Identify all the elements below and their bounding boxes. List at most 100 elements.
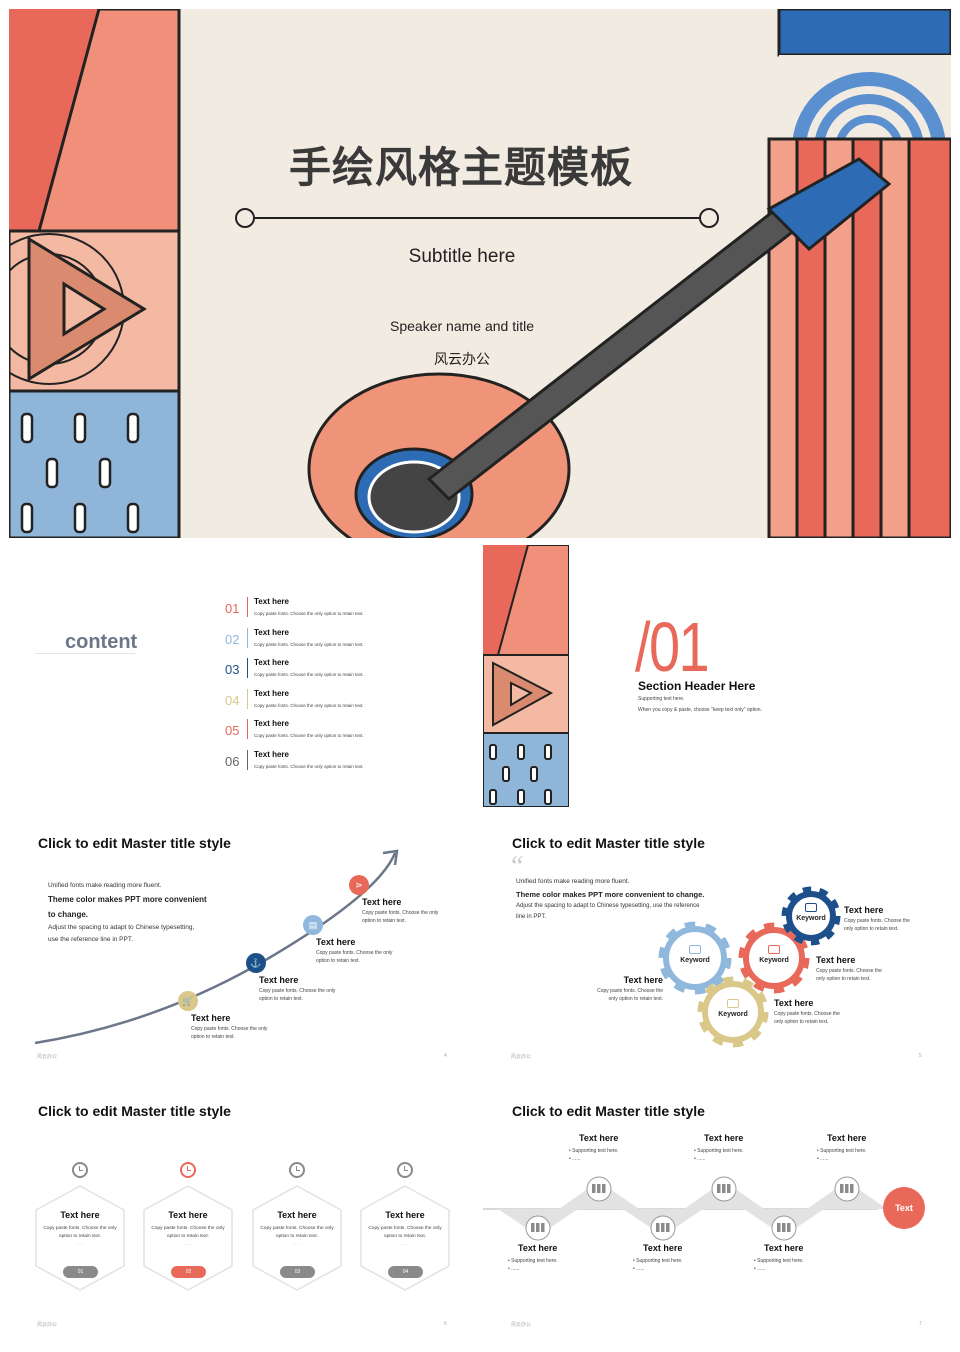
slide-title: Click to edit Master title style: [512, 1103, 705, 1119]
step-marker[interactable]: ▤: [303, 915, 323, 935]
card-desc: option to retain text.: [58, 1234, 102, 1239]
toc-item[interactable]: 03 Text here Copy paste fonts. Choose th…: [225, 658, 425, 684]
step-text: Text here Copy paste fonts. Choose the o…: [362, 897, 471, 925]
alarm-clock-icon: [397, 1162, 413, 1178]
node-bullet-text: ......: [572, 1156, 581, 1162]
section-slide[interactable]: /01 Section Header Here Supporting text …: [483, 545, 951, 807]
step-title: Text here: [259, 975, 299, 985]
toc-item[interactable]: 04 Text here Copy paste fonts. Choose th…: [225, 688, 425, 715]
gear-desc: only option to retain text.: [844, 926, 899, 932]
card-number: 04: [402, 1269, 409, 1275]
footer-brand: 风云办公: [511, 1322, 532, 1328]
node-bullet: • Supporting text here.: [817, 1148, 867, 1154]
timeline-diagram: [483, 1176, 887, 1241]
card-desc: Copy paste fonts. Choose the only: [151, 1226, 225, 1231]
node-bullet: • ......: [508, 1266, 520, 1272]
toc-item[interactable]: 01 Text here Copy paste fonts. Choose th…: [225, 597, 425, 623]
node-bullet: • Supporting text here.: [754, 1258, 804, 1264]
card-ellipsis: ... ...: [184, 1241, 192, 1246]
toc-divider: [247, 597, 248, 617]
gear-4: [781, 886, 841, 946]
card-number-button[interactable]: 03: [280, 1266, 315, 1278]
timeline-end-circle[interactable]: Text: [883, 1187, 925, 1229]
toc-item[interactable]: 02 Text here Copy paste fonts. Choose th…: [225, 627, 425, 654]
page-number: 7: [919, 1321, 922, 1327]
card-number-button[interactable]: 04: [388, 1266, 423, 1278]
card-desc: option to retain text.: [383, 1234, 427, 1239]
slide-title: Click to edit Master title style: [38, 1103, 231, 1119]
intro-line2: Theme color makes PPT more convenient to…: [516, 890, 705, 899]
gear-desc: Copy paste fonts. Choose the: [597, 988, 663, 994]
section-title: Section Header Here: [638, 679, 756, 693]
page-number: 6: [444, 1321, 447, 1327]
alarm-clock-icon: [180, 1162, 196, 1178]
gear-desc: Copy paste fonts. Choose the: [816, 968, 882, 974]
step-title: Text here: [362, 897, 402, 907]
toc-divider: [247, 719, 248, 740]
gears-slide[interactable]: Click to edit Master title style “ Unifi…: [483, 813, 951, 1075]
toc-item-desc: Copy paste fonts. Choose the only option…: [254, 764, 364, 769]
hexagon-cards-slide[interactable]: Click to edit Master title style Text he…: [9, 1081, 471, 1343]
slide-title: Click to edit Master title style: [512, 835, 705, 851]
card-number: 01: [77, 1269, 84, 1275]
step-marker[interactable]: ⋗: [349, 875, 369, 895]
step-desc: Copy paste fonts. Choose the only: [316, 950, 393, 956]
card-ellipsis: ... ...: [293, 1241, 301, 1246]
hexagon-card-outline: [35, 1185, 125, 1291]
cart-icon: 🛒: [182, 995, 194, 1006]
intro-line4: line in PPT.: [516, 914, 547, 920]
gear-2: [738, 922, 810, 994]
node-bullet: • ......: [754, 1266, 766, 1272]
card-number: 03: [294, 1269, 301, 1275]
node-title: Text here: [704, 1133, 744, 1143]
card-number-button[interactable]: 02: [171, 1266, 206, 1278]
node-bullet-text: Supporting text here.: [511, 1258, 558, 1264]
gear-keyword: Keyword: [796, 915, 826, 922]
quote-icon: “: [511, 851, 524, 882]
card-desc: Copy paste fonts. Choose the only: [260, 1226, 334, 1231]
node-bullet: • ......: [633, 1266, 645, 1272]
gear-desc: only option to retain text.: [608, 996, 663, 1002]
toc-item[interactable]: 05 Text here Copy paste fonts. Choose th…: [225, 719, 425, 745]
toc-item-desc: Copy paste fonts. Choose the only option…: [254, 733, 364, 739]
node-bullet-text: Supporting text here.: [820, 1148, 867, 1154]
node-bullet: • ......: [569, 1156, 581, 1162]
step-desc: option to retain text.: [316, 958, 360, 964]
cover-illustration: [9, 9, 951, 538]
node-bullet: • Supporting text here.: [508, 1258, 558, 1264]
step-desc: Copy paste fonts. Choose the only: [191, 1026, 268, 1032]
growth-curve-slide[interactable]: Click to edit Master title style Unified…: [9, 813, 471, 1075]
card-ellipsis: ... ...: [401, 1241, 409, 1246]
toc-item-title: Text here: [254, 658, 289, 668]
card-desc: option to retain text.: [166, 1234, 210, 1239]
gear-text: Text here Copy paste fonts. Choose the o…: [816, 955, 926, 983]
section-line2: When you copy & paste, choose "keep text…: [638, 707, 762, 713]
node-bullet-text: Supporting text here.: [757, 1258, 804, 1264]
card-title: Text here: [277, 1210, 317, 1220]
footer-brand: 风云办公: [511, 1054, 532, 1060]
toc-item-desc: Copy paste fonts. Choose the only option…: [254, 702, 364, 708]
gear-title: Text here: [844, 905, 884, 915]
hexagon-card-outline: [360, 1185, 450, 1291]
timeline-slide[interactable]: Click to edit Master title style Text Te…: [483, 1081, 951, 1343]
card-number-button[interactable]: 01: [63, 1266, 98, 1278]
gear-keyword: Keyword: [759, 957, 789, 964]
cover-slide[interactable]: 手绘风格主题模板 Subtitle here Speaker name and …: [9, 9, 951, 538]
step-marker[interactable]: ⚓: [246, 953, 266, 973]
toc-heading: content: [65, 631, 138, 653]
gear-icon: [689, 945, 701, 954]
step-marker[interactable]: 🛒: [178, 991, 198, 1011]
toc-item[interactable]: 06 Text here Copy paste fonts. Choose th…: [225, 750, 425, 776]
hexagon-card-outline: [143, 1185, 233, 1291]
intro-line4: Adjust the spacing to adapt to Chinese t…: [48, 924, 195, 931]
toc-slide[interactable]: content 01 Text here Copy paste fonts. C…: [9, 545, 471, 807]
card-desc: Copy paste fonts. Choose the only: [43, 1226, 117, 1231]
node-title: Text here: [643, 1243, 683, 1253]
card-title: Text here: [168, 1210, 208, 1220]
node-bullet-text: ......: [757, 1266, 766, 1272]
toc-item-title: Text here: [254, 627, 289, 637]
gear-desc: Copy paste fonts. Choose the: [844, 918, 910, 924]
cover-company: 风云办公: [434, 351, 490, 367]
card-title: Text here: [385, 1210, 425, 1220]
gear-1: [658, 921, 732, 995]
